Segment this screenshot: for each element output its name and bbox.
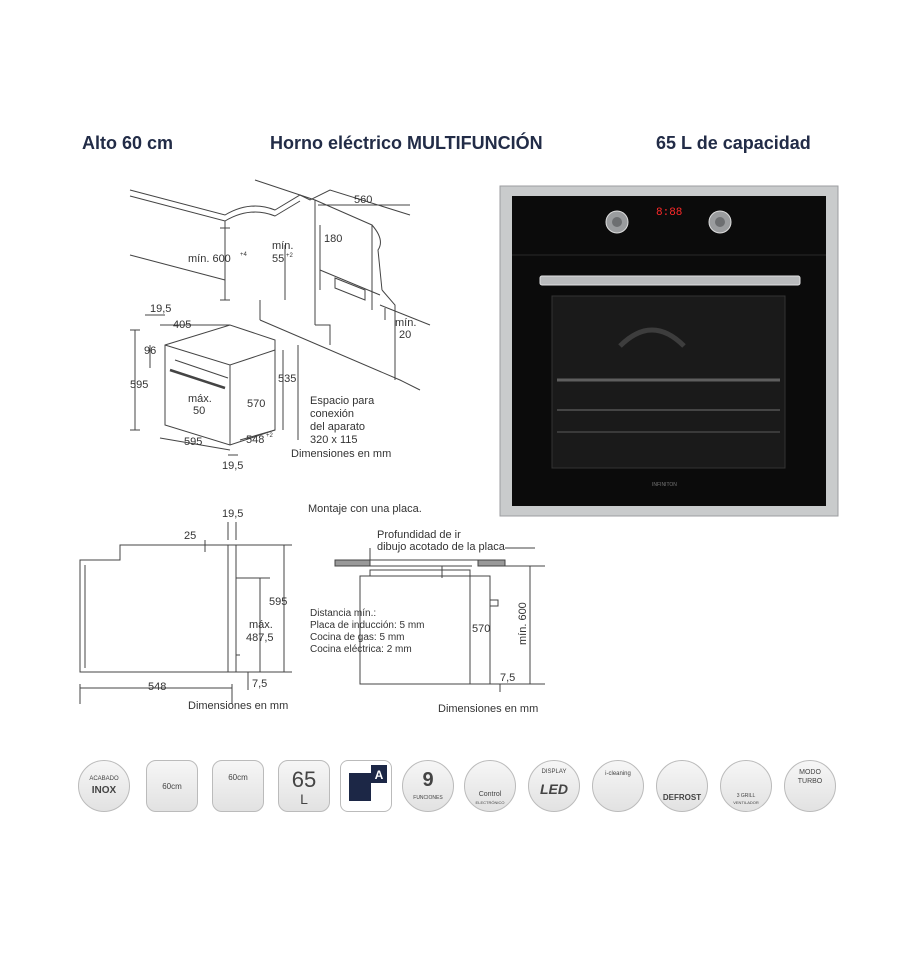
hob-dist-4: Cocina eléctrica: 2 mm: [310, 644, 412, 655]
control-line1: Control: [478, 791, 502, 798]
side-max-a: máx.: [249, 619, 273, 631]
side-labels: 19,5 25 595 máx. 487,5 548 7,5 Dimension…: [148, 508, 288, 712]
oven-display: 8:88: [656, 207, 682, 219]
dim-180: 180: [324, 233, 342, 245]
dim-405: 405: [173, 319, 191, 331]
functions-label: FUNCIONES: [413, 795, 443, 801]
cleaning-label: i-cleaning: [605, 771, 631, 777]
dim-min-55-b: 55: [272, 253, 284, 265]
control-line2: ELECTRÓNICO: [475, 800, 505, 805]
height-icon: 60cm: [146, 760, 198, 812]
installation-diagram: [129, 179, 431, 456]
dim-min-55-a: mín.: [272, 240, 293, 252]
display-icon: DISPLAY LED: [528, 760, 580, 812]
feature-icons: ACABADO INOX 60cm 60cm 65 L A 9 FUNCIONE…: [78, 760, 838, 820]
dim-595-bottom: 595: [184, 436, 202, 448]
side-diagram: [79, 522, 292, 704]
capacity-icon: 65 L: [278, 760, 330, 812]
installation-labels: 560 180 mín. 600 +4 mín. 55 +2 mín. 20 1…: [130, 194, 416, 472]
grill-icon: 3 GRILL VENTILADOR: [720, 760, 772, 812]
hob-dist-1: Distancia mín.:: [310, 608, 376, 619]
cleaning-icon: i-cleaning: [592, 760, 644, 812]
display-line1: DISPLAY: [541, 769, 567, 775]
height-label: 60cm: [162, 782, 182, 791]
hob-dist-3: Cocina de gas: 5 mm: [310, 632, 405, 643]
hob-dim-7-5: 7,5: [500, 672, 515, 684]
width-label: 60cm: [228, 773, 248, 782]
dim-19-5-bottom: 19,5: [222, 460, 243, 472]
dim-min-20-a: mín.: [395, 317, 416, 329]
hob-prof-1: Profundidad de ir: [377, 529, 461, 541]
dim-96: 96: [144, 345, 156, 357]
product-title: Horno eléctrico MULTIFUNCIÓN: [270, 133, 543, 153]
dim-min-55-sup: +2: [286, 253, 294, 259]
turbo-icon: MODO TURBO: [784, 760, 836, 812]
hob-prof-2: dibujo acotado de la placa: [377, 541, 506, 553]
height-title: Alto 60 cm: [82, 133, 174, 153]
control-icon: Control ELECTRÓNICO: [464, 760, 516, 812]
oven-handle: [539, 275, 801, 286]
grill-line2: VENTILADOR: [733, 800, 759, 805]
dim-548: 548: [246, 434, 264, 446]
turbo-line2: TURBO: [797, 778, 823, 785]
dim-535: 535: [278, 373, 296, 385]
hob-diagram: [334, 547, 545, 692]
dim-595-left: 595: [130, 379, 148, 391]
side-dim-19-5: 19,5: [222, 508, 243, 520]
dim-min-600-sup: +4: [240, 252, 248, 258]
dim-560: 560: [354, 194, 372, 206]
hob-title: Montaje con una placa.: [308, 503, 422, 515]
inox-icon: ACABADO INOX: [78, 760, 130, 812]
capacity-number: 65: [291, 767, 317, 792]
oven-brand: INFINITON: [652, 482, 677, 488]
energy-icon: A: [340, 760, 392, 812]
functions-icon: 9 FUNCIONES: [402, 760, 454, 812]
hob-labels: Montaje con una placa. Profundidad de ir…: [308, 503, 538, 715]
hob-min-600: mín. 600: [517, 602, 529, 645]
side-dim-548: 548: [148, 681, 166, 693]
grill-line1: 3 GRILL: [736, 793, 756, 799]
energy-label: A: [375, 768, 384, 782]
side-dim-595: 595: [269, 596, 287, 608]
display-line2: LED: [540, 781, 568, 797]
espacio-line-3: del aparato: [310, 421, 365, 433]
dim-min-600: mín. 600: [188, 253, 231, 265]
side-max-b: 487,5: [246, 632, 274, 644]
dim-max-50-b: 50: [193, 405, 205, 417]
oven-photo: 8:88 INFINITON: [499, 185, 839, 517]
defrost-label: DEFROST: [662, 793, 702, 802]
dim-570: 570: [247, 398, 265, 410]
install-dimensiones: Dimensiones en mm: [291, 448, 391, 460]
side-dim-25: 25: [184, 530, 196, 542]
width-icon: 60cm: [212, 760, 264, 812]
capacity-unit: L: [300, 791, 308, 807]
dim-max-50-a: máx.: [188, 393, 212, 405]
dim-min-20-b: 20: [399, 329, 411, 341]
espacio-line-4: 320 x 115: [310, 434, 358, 446]
side-dim-7-5: 7,5: [252, 678, 267, 690]
oven-window: [551, 295, 786, 469]
hob-dimensiones: Dimensiones en mm: [438, 703, 538, 715]
espacio-line-1: Espacio para: [310, 395, 375, 407]
dim-19-5-top: 19,5: [150, 303, 171, 315]
hob-dist-2: Placa de inducción: 5 mm: [310, 620, 425, 631]
inox-line1: ACABADO: [89, 776, 119, 782]
dim-548-sup: +2: [266, 433, 274, 439]
capacity-title: 65 L de capacidad: [656, 133, 811, 153]
side-dimensiones: Dimensiones en mm: [188, 700, 288, 712]
functions-number: 9: [422, 769, 434, 791]
hob-dim-570: 570: [472, 623, 490, 635]
turbo-line1: MODO: [799, 769, 821, 776]
inox-line2: INOX: [91, 785, 117, 796]
defrost-icon: DEFROST: [656, 760, 708, 812]
espacio-line-2: conexión: [310, 408, 354, 420]
